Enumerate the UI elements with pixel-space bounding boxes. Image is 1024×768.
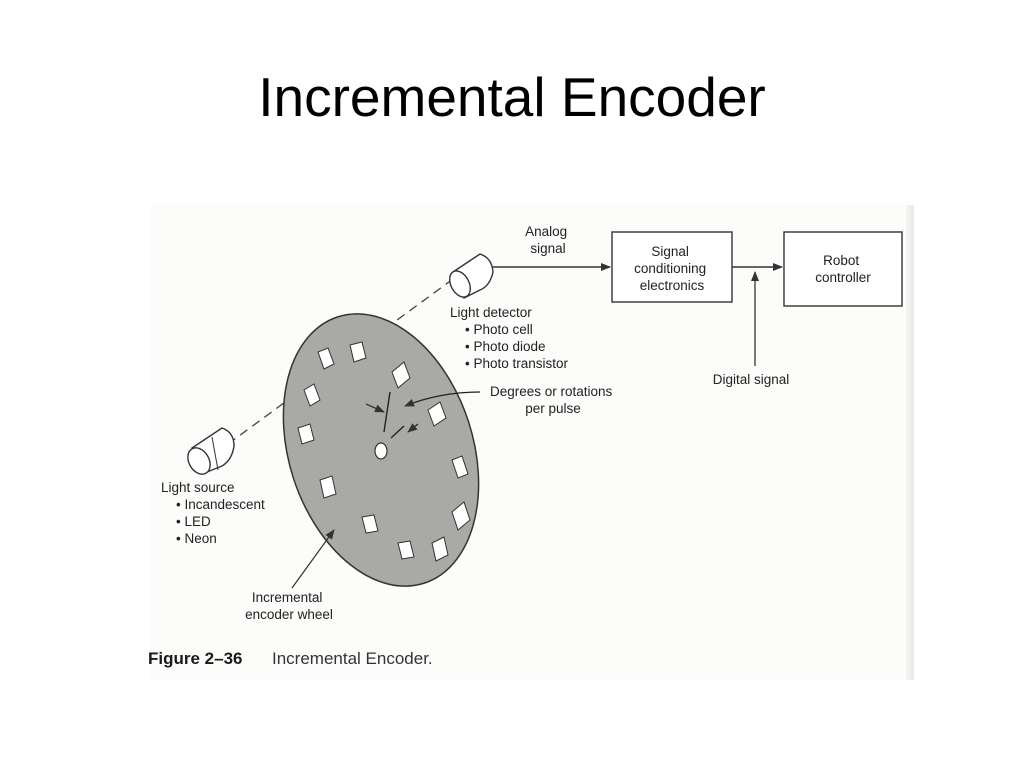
figure-page-edge xyxy=(906,205,914,680)
wheel-slot xyxy=(451,455,469,479)
pulse-arrow-left xyxy=(365,403,385,413)
pulse-arrow-right xyxy=(407,423,419,433)
encoder-wheel-label: Incremental encoder wheel xyxy=(245,590,333,622)
degrees-per-pulse-label: Degrees or rotations per pulse xyxy=(490,384,616,416)
figure-caption-number: Figure 2–36 xyxy=(148,649,243,668)
analog-signal-label: Analog signal xyxy=(525,224,571,256)
wheel-slot xyxy=(349,341,367,363)
light-source-cylinder xyxy=(187,427,235,475)
figure-caption-text: Incremental Encoder. xyxy=(272,649,433,668)
wheel-slot xyxy=(427,401,447,427)
encoder-wheel-pointer xyxy=(291,529,335,589)
wheel-slot xyxy=(361,514,379,534)
robot-controller-label: Robot controller xyxy=(815,253,871,285)
signal-conditioning-label: Signal conditioning electronics xyxy=(634,244,710,293)
light-source-label: Light source • Incandescent • LED • Neon xyxy=(161,480,269,546)
light-detector-cylinder xyxy=(448,253,494,299)
wheel-slot xyxy=(297,423,315,445)
signal-conditioning-box xyxy=(611,231,733,303)
light-beam xyxy=(227,267,469,445)
robot-controller-box xyxy=(783,231,903,307)
pulse-tick-right xyxy=(390,425,405,439)
wheel-slot xyxy=(319,475,337,499)
light-detector-label: Light detector • Photo cell • Photo diod… xyxy=(450,305,569,371)
wheel-slots xyxy=(297,341,471,562)
slide-title: Incremental Encoder xyxy=(258,66,766,128)
wheel-slot xyxy=(303,383,321,407)
pulse-tick-left xyxy=(383,391,391,433)
wheel-slot xyxy=(317,347,335,370)
degrees-leader-arrow xyxy=(404,391,481,407)
wheel-slot xyxy=(391,361,411,389)
digital-signal-label: Digital signal xyxy=(713,372,790,387)
wheel-slot xyxy=(451,501,471,531)
wheel-slot xyxy=(397,540,415,560)
wheel-slot xyxy=(431,536,449,562)
wheel-hub xyxy=(374,442,388,460)
